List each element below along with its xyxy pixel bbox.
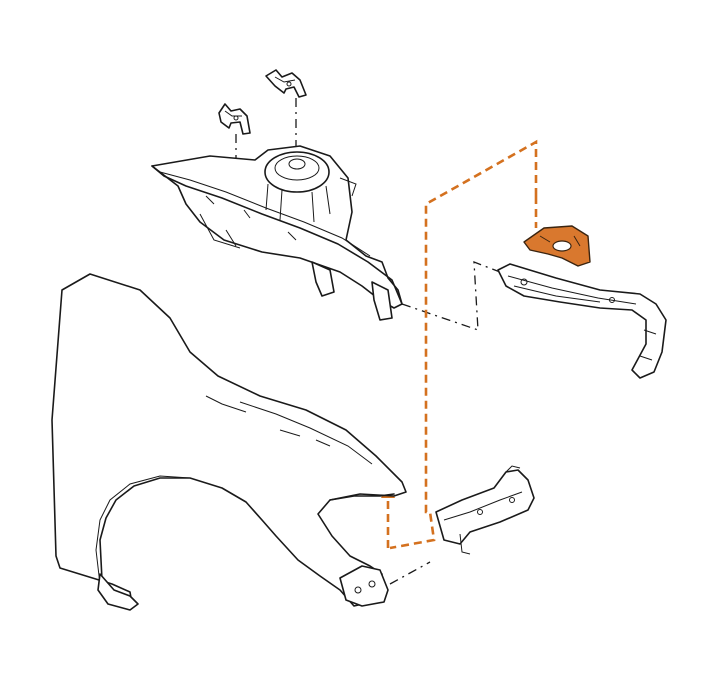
upper-bracket-right	[265, 69, 307, 98]
strut-tower-assembly	[151, 145, 403, 321]
front-pillar-bracket	[435, 465, 535, 555]
highlighted-bracket	[523, 225, 591, 267]
front-fender	[51, 273, 407, 611]
apron-guide-line	[401, 261, 501, 331]
upper-bracket-left	[218, 103, 251, 135]
highlight-route-line	[389, 139, 538, 550]
upper-apron-reinforcement	[497, 263, 667, 379]
lower-guide-line	[389, 561, 431, 585]
lower-fender-bracket	[339, 565, 389, 607]
